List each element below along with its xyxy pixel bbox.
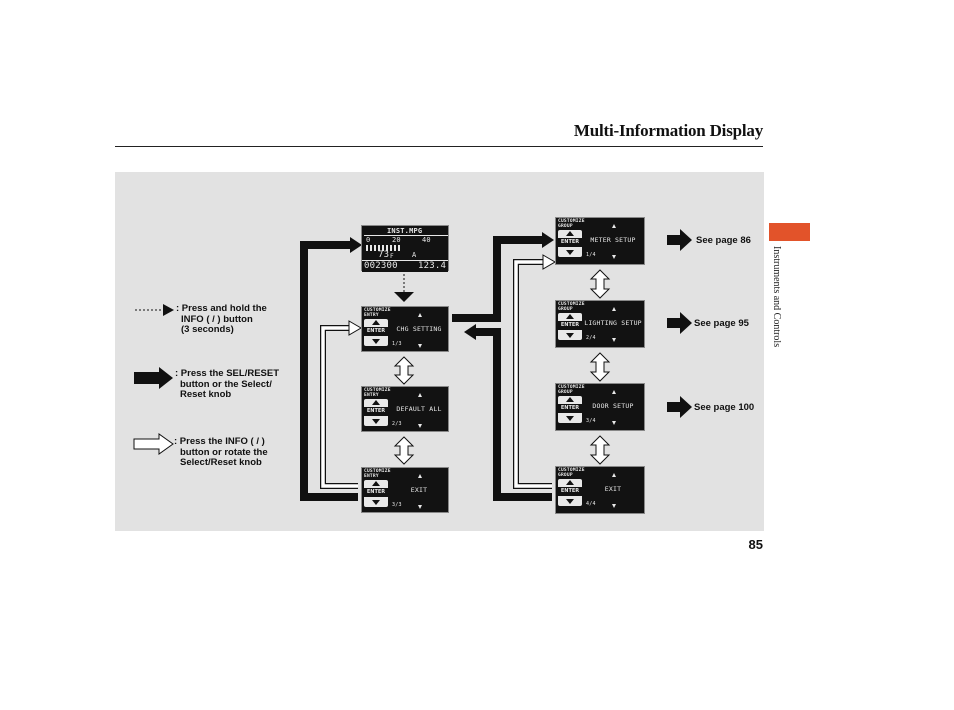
screen-fraction: 1/3 — [392, 341, 402, 347]
down-arrow-icon — [566, 333, 574, 338]
scroll-up-icon — [418, 393, 422, 397]
enter-label: ENTER — [558, 404, 582, 413]
screen-text: METER SETUP — [590, 236, 636, 244]
enter-button-graphic: ENTER — [558, 479, 582, 506]
customize-label: CUSTOMIZE GROUP — [558, 302, 585, 312]
scroll-up-icon — [612, 224, 616, 228]
trip-value: 123.4 — [418, 261, 447, 271]
section-label: Instruments and Controls — [771, 246, 782, 348]
scale-40: 40 — [422, 236, 431, 244]
screen-text: DEFAULT ALL — [396, 405, 442, 413]
customize-label: CUSTOMIZE ENTRY — [364, 469, 391, 479]
screen-default-all: CUSTOMIZE ENTRY ENTER DEFAULT ALL 2/3 — [361, 386, 449, 432]
scroll-down-icon — [612, 421, 616, 425]
customize-label: CUSTOMIZE ENTRY — [364, 308, 391, 318]
down-arrow-icon — [372, 500, 380, 505]
dotted-arrow-icon — [135, 304, 174, 316]
ref-door-setup: See page 100 — [694, 402, 755, 413]
up-arrow-icon — [566, 314, 574, 319]
hollow-arrow-icon — [133, 433, 174, 455]
enter-label: ENTER — [364, 327, 388, 336]
legend-info-rotate: : Press the INFO ( / ) button or rotate … — [174, 436, 268, 468]
scroll-up-icon — [418, 313, 422, 317]
up-arrow-icon — [372, 481, 380, 486]
down-arrow-icon — [372, 339, 380, 344]
screen-group-exit: CUSTOMIZE GROUP ENTER EXIT 4/4 — [555, 466, 645, 514]
screen-lighting-setup: CUSTOMIZE GROUP ENTER LIGHTING SETUP 2/4 — [555, 300, 645, 348]
scroll-down-icon — [418, 505, 422, 509]
up-arrow-icon — [372, 400, 380, 405]
screen-fraction: 3/3 — [392, 502, 402, 508]
screen-fraction: 2/4 — [586, 335, 596, 341]
screen-text: EXIT — [410, 486, 428, 494]
enter-button-graphic: ENTER — [558, 313, 582, 340]
screen-text: CHG SETTING — [396, 325, 442, 333]
screen-meter-setup: CUSTOMIZE GROUP ENTER METER SETUP 1/4 — [555, 217, 645, 265]
scroll-down-icon — [418, 344, 422, 348]
enter-button-graphic: ENTER — [558, 396, 582, 423]
screen-title: INST.MPG — [387, 227, 423, 235]
scroll-down-icon — [418, 424, 422, 428]
up-arrow-icon — [372, 320, 380, 325]
screen-fraction: 4/4 — [586, 501, 596, 507]
customize-label: CUSTOMIZE GROUP — [558, 219, 585, 229]
ref-lighting-setup: See page 95 — [694, 318, 749, 329]
title-rule — [115, 146, 763, 147]
enter-label: ENTER — [558, 321, 582, 330]
enter-button-graphic: ENTER — [364, 319, 388, 346]
temp-unit: F — [390, 253, 394, 260]
screen-fraction: 1/4 — [586, 252, 596, 258]
up-arrow-icon — [566, 397, 574, 402]
trip-indicator: A — [412, 251, 417, 259]
down-arrow-icon — [566, 416, 574, 421]
scale-20: 20 — [392, 236, 401, 244]
screen-fraction: 2/3 — [392, 421, 402, 427]
screen-chg-setting: CUSTOMIZE ENTRY ENTER CHG SETTING 1/3 — [361, 306, 449, 352]
ref-meter-setup: See page 86 — [696, 235, 751, 246]
scroll-down-icon — [612, 338, 616, 342]
screen-fraction: 3/4 — [586, 418, 596, 424]
customize-label: CUSTOMIZE GROUP — [558, 385, 585, 395]
solid-arrow-icon — [134, 367, 173, 389]
scroll-up-icon — [612, 307, 616, 311]
scroll-up-icon — [612, 390, 616, 394]
screen-door-setup: CUSTOMIZE GROUP ENTER DOOR SETUP 3/4 — [555, 383, 645, 431]
section-tab — [769, 223, 810, 241]
page-title: Multi-Information Display — [573, 121, 763, 140]
customize-label: CUSTOMIZE GROUP — [558, 468, 585, 478]
up-arrow-icon — [566, 480, 574, 485]
enter-button-graphic: ENTER — [558, 230, 582, 257]
enter-label: ENTER — [364, 407, 388, 416]
screen-text: DOOR SETUP — [592, 402, 634, 410]
screen-entry-exit: CUSTOMIZE ENTRY ENTER EXIT 3/3 — [361, 467, 449, 513]
scroll-down-icon — [612, 255, 616, 259]
scroll-up-icon — [418, 474, 422, 478]
instrument-screen: INST.MPG 0 20 40 73 F A 002300 123.4 — [361, 225, 449, 272]
mpg-bar — [366, 245, 402, 251]
scroll-down-icon — [612, 504, 616, 508]
scroll-up-icon — [612, 473, 616, 477]
enter-label: ENTER — [364, 488, 388, 497]
legend-hold-info: : Press and hold the INFO ( / ) button (… — [176, 303, 267, 335]
temp-value: 73 — [378, 250, 390, 260]
page-number: 85 — [748, 537, 763, 552]
enter-label: ENTER — [558, 238, 582, 247]
enter-button-graphic: ENTER — [364, 480, 388, 507]
down-arrow-icon — [566, 250, 574, 255]
odometer: 002300 — [364, 261, 398, 271]
enter-label: ENTER — [558, 487, 582, 496]
up-arrow-icon — [566, 231, 574, 236]
down-arrow-icon — [372, 419, 380, 424]
enter-button-graphic: ENTER — [364, 399, 388, 426]
legend-sel-reset: : Press the SEL/RESET button or the Sele… — [175, 368, 280, 400]
screen-text: LIGHTING SETUP — [584, 319, 642, 327]
customize-label: CUSTOMIZE ENTRY — [364, 388, 391, 398]
down-arrow-icon — [566, 499, 574, 504]
scale-0: 0 — [366, 236, 371, 244]
screen-text: EXIT — [604, 485, 622, 493]
